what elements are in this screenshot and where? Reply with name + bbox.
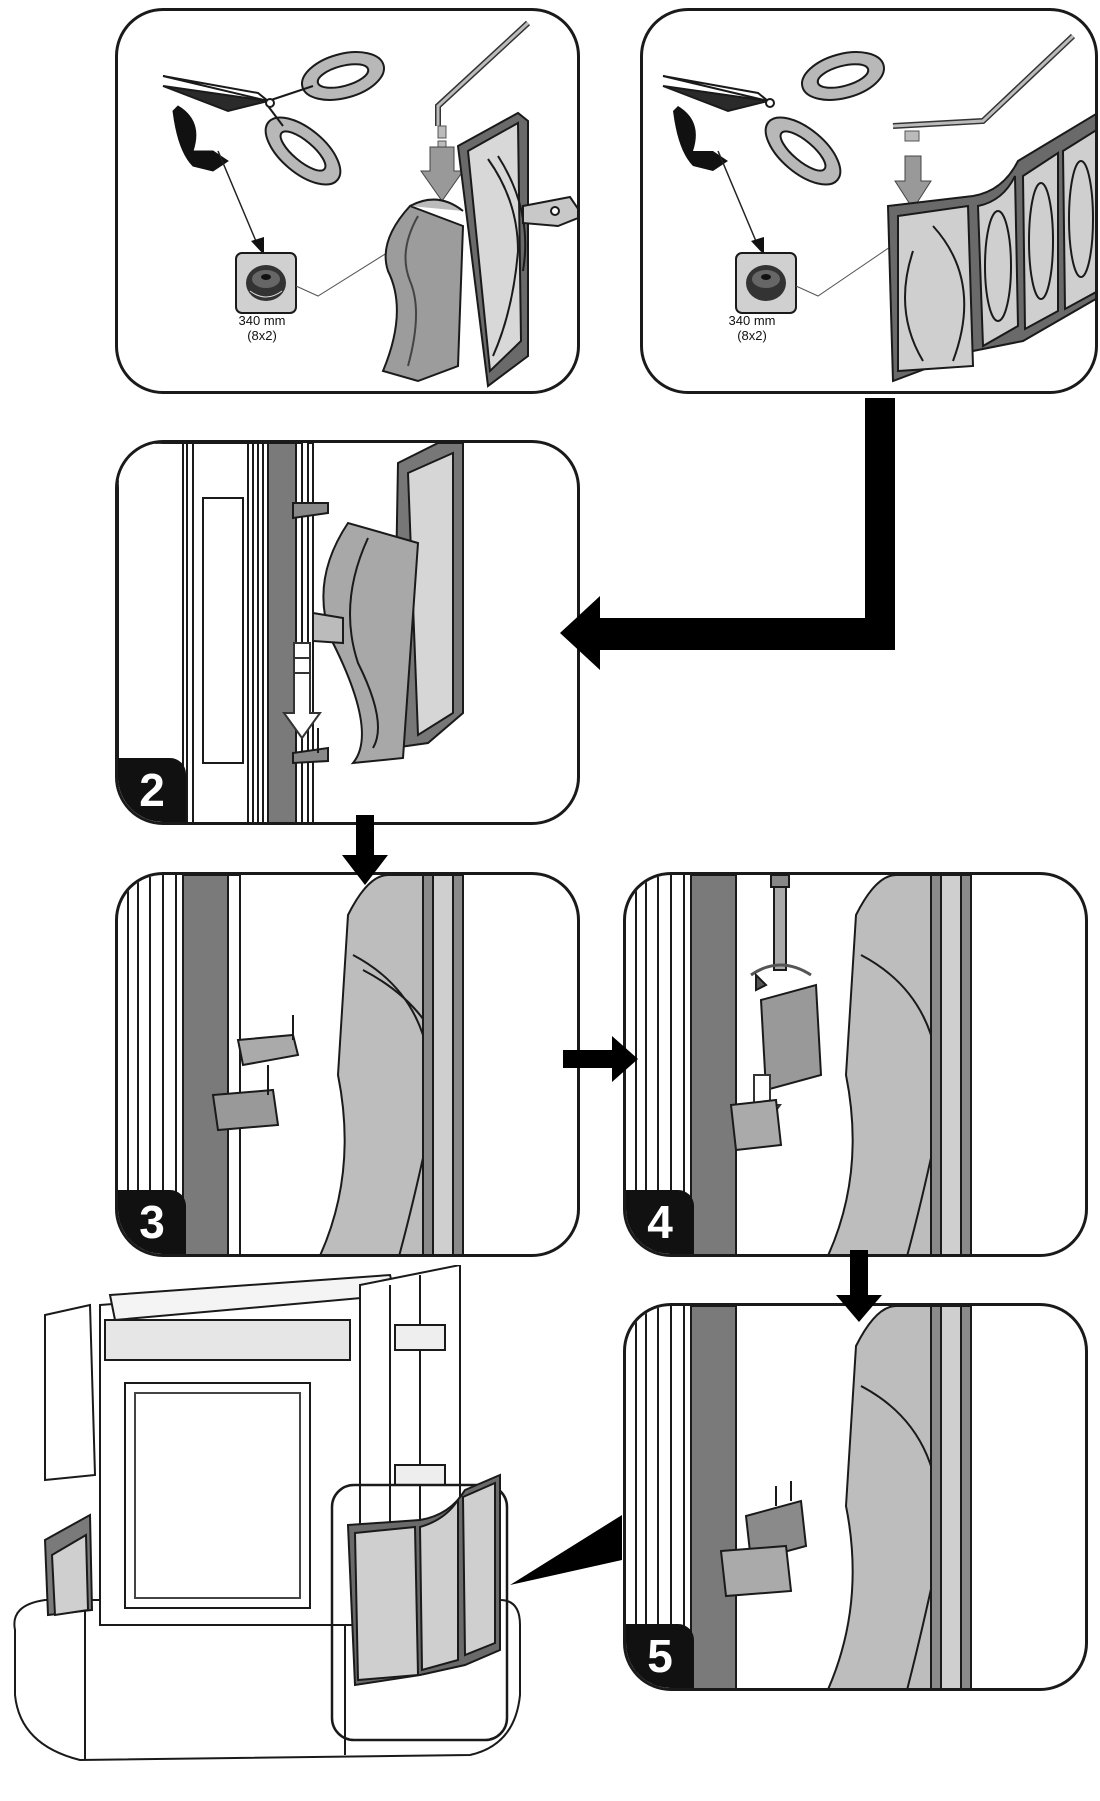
arrow-step4-to-step5 — [836, 1250, 882, 1322]
arrow-step1-to-step2 — [560, 398, 895, 670]
callout-wedge — [510, 1515, 622, 1585]
arrow-step3-to-step4 — [563, 1036, 638, 1082]
arrow-step2-to-step3 — [342, 815, 388, 885]
